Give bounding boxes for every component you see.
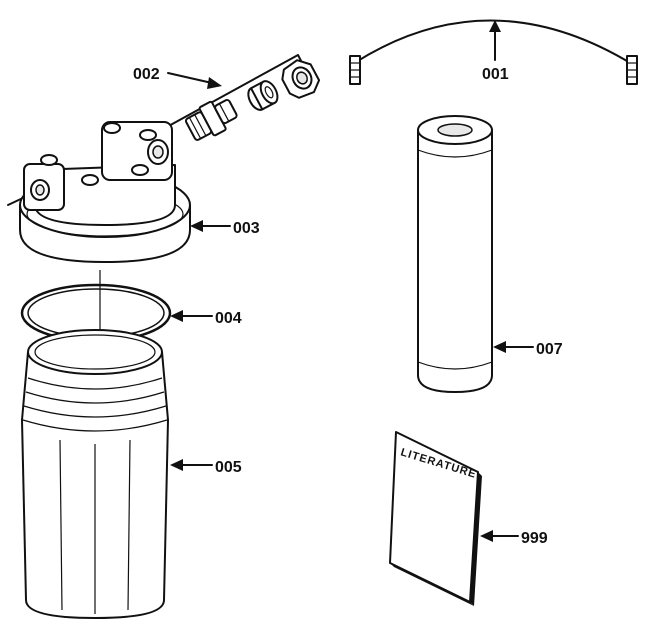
part-007-cartridge (417, 115, 493, 393)
part-999-literature: LITERATURE (389, 431, 482, 606)
callout-007: 007 (493, 341, 563, 358)
callout-002: 002 (133, 66, 222, 89)
label-001: 001 (482, 66, 509, 83)
label-003: 003 (233, 220, 260, 237)
arrow-head-icon (190, 220, 203, 232)
label-999: 999 (521, 530, 548, 547)
arrow-head-icon (480, 530, 493, 542)
part-003-filter-head (7, 121, 191, 263)
callout-005: 005 (170, 459, 242, 476)
arrow-head-icon (207, 77, 222, 89)
arrow-head-icon (489, 20, 501, 32)
part-001-bracket (349, 19, 638, 85)
callout-004: 004 (170, 310, 242, 327)
arrow-head-icon (493, 341, 506, 353)
part-005-housing (21, 329, 169, 619)
label-005: 005 (215, 459, 242, 476)
part-002-fittings (164, 54, 321, 141)
label-007: 007 (536, 341, 563, 358)
callout-999: 999 (480, 530, 548, 547)
callout-001: 001 (482, 20, 509, 83)
label-004: 004 (215, 310, 242, 327)
arrow-head-icon (170, 310, 183, 322)
callout-003: 003 (190, 220, 260, 237)
label-002: 002 (133, 66, 160, 83)
arrow-head-icon (170, 459, 183, 471)
